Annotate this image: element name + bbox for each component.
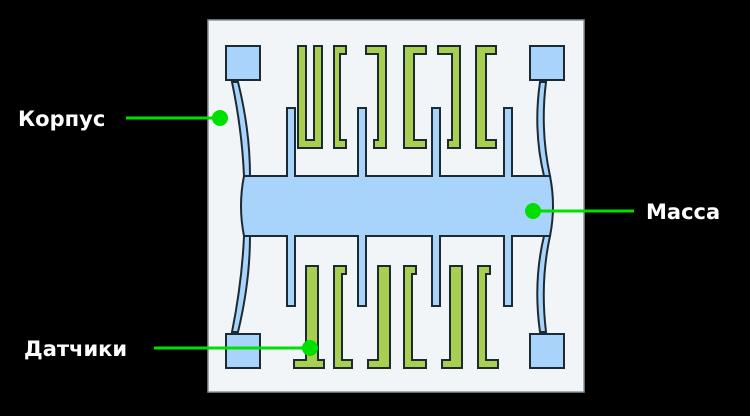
anchor-pad-top-right [529,45,565,81]
sensors-label: Датчики [24,337,127,361]
sensor-electrode [293,265,325,369]
housing-label: Корпус [18,107,105,131]
spring-left-bottom [230,235,252,333]
proof-mass [240,107,554,307]
sensor-electrode [367,265,391,369]
sensor-electrode [475,45,497,149]
spring-right-bottom [536,235,552,333]
mass-pointer-dot [525,203,541,219]
sensor-electrode [403,265,427,369]
anchor-pad-bottom-left [225,333,261,369]
mass-label: Масса [646,200,720,224]
sensor-electrode [403,45,427,149]
sensor-electrode [437,45,461,149]
sensor-electrode [333,45,347,149]
anchor-pad-bottom-right [529,333,565,369]
sensor-electrode [477,265,499,369]
sensors-pointer-dot [302,340,318,356]
anchor-pad-top-left [225,45,261,81]
sensor-electrode [297,45,323,149]
housing-pointer-dot [212,110,228,126]
sensor-electrode [441,265,463,369]
sensor-electrode [365,45,387,149]
sensor-electrode [333,265,353,369]
